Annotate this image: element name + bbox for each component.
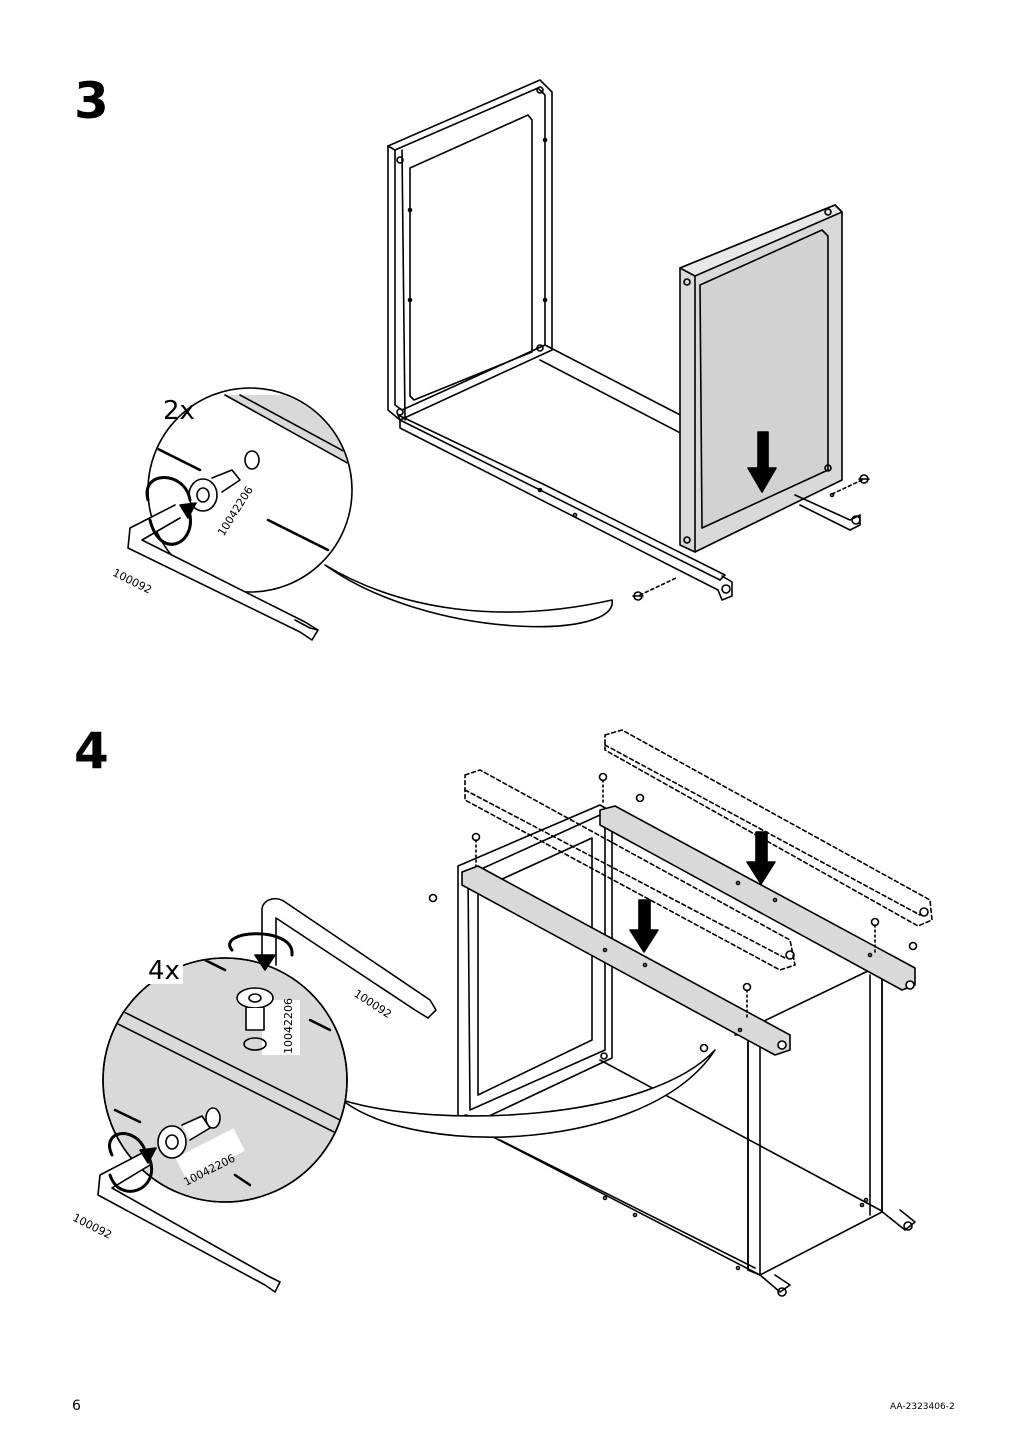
screw-icon: [742, 982, 752, 1021]
screw-icon: [858, 474, 870, 484]
page-number: 6: [72, 1398, 81, 1414]
step3-detail-callout: [127, 387, 613, 641]
screw-icon: [870, 917, 880, 956]
document-code: AA-2323406-2: [890, 1402, 955, 1412]
step4-detail-callout: [97, 898, 716, 1293]
step-4-number: 4: [74, 722, 109, 780]
step3-quantity: 2x: [163, 396, 195, 426]
step4-top-screw-part-number: 10042206: [282, 998, 295, 1054]
screw-icon: [699, 1043, 709, 1053]
screw-icon: [598, 772, 608, 806]
step4-quantity: 4x: [145, 958, 183, 984]
step4-frame-drawing: [428, 729, 933, 1297]
screw-icon: [908, 941, 918, 951]
step3-frame-drawing: [387, 79, 870, 601]
screw-icon: [471, 832, 481, 867]
step-3-number: 3: [74, 72, 109, 130]
screw-icon: [428, 893, 438, 903]
screw-icon: [632, 591, 644, 601]
screw-icon: [635, 793, 645, 803]
